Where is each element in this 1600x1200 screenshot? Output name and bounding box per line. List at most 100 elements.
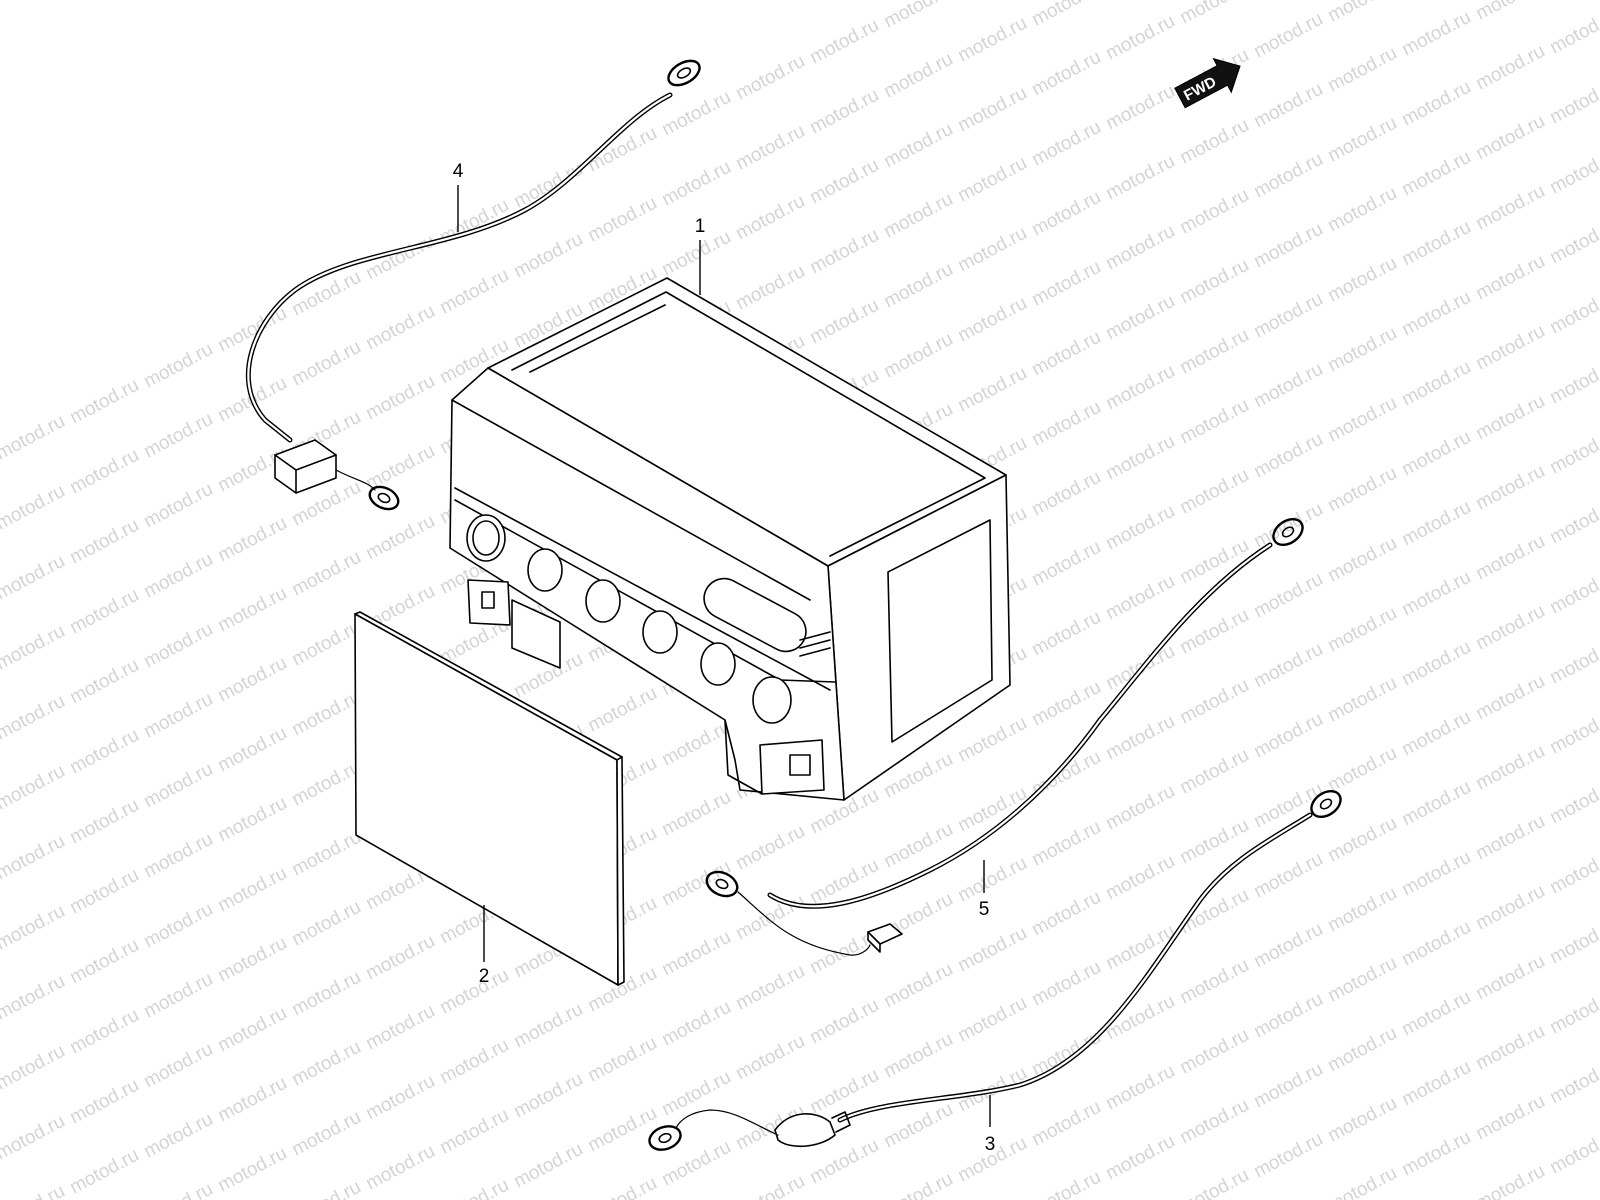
battery — [449, 277, 1011, 801]
watermark-text: motod.ru — [1546, 845, 1600, 899]
watermark-text: motod.ru — [584, 1103, 660, 1157]
watermark-text: motod.ru — [1324, 113, 1400, 167]
watermark-text: motod.ru — [1398, 287, 1474, 341]
watermark-text: motod.ru — [584, 683, 660, 737]
watermark-text: motod.ru — [510, 159, 586, 213]
watermark-text: motod.ru — [1546, 635, 1600, 689]
watermark-text: motod.ru — [214, 793, 290, 847]
watermark-text: motod.ru — [66, 865, 142, 919]
watermark-text: motod.ru — [66, 1075, 142, 1129]
watermark-text: motod.ru — [1102, 221, 1178, 275]
watermark-text: motod.ru — [954, 223, 1030, 277]
watermark-text: motod.ru — [1250, 9, 1326, 63]
watermark-text: motod.ru — [0, 761, 69, 815]
watermark-text: motod.ru — [1028, 327, 1104, 381]
watermark-text: motod.ru — [140, 1179, 216, 1200]
watermark-text: motod.ru — [732, 1031, 808, 1085]
watermark-text: motod.ru — [880, 0, 956, 32]
watermark-text: motod.ru — [1472, 1091, 1548, 1145]
watermark-text: motod.ru — [1250, 79, 1326, 133]
watermark-text: motod.ru — [1176, 1025, 1252, 1079]
watermark-text: motod.ru — [1028, 467, 1104, 521]
watermark-text: motod.ru — [1398, 847, 1474, 901]
watermark-text: motod.ru — [1176, 0, 1252, 28]
watermark-text: motod.ru — [954, 83, 1030, 137]
watermark-text: motod.ru — [1102, 431, 1178, 485]
watermark-text: motod.ru — [362, 1071, 438, 1125]
watermark-text: motod.ru — [1324, 673, 1400, 727]
watermark-text: motod.ru — [1250, 709, 1326, 763]
watermark-text: motod.ru — [1324, 883, 1400, 937]
watermark-text: motod.ru — [880, 259, 956, 313]
watermark-text: motod.ru — [140, 409, 216, 463]
watermark-text: motod.ru — [362, 511, 438, 565]
watermark-text: motod.ru — [1250, 429, 1326, 483]
watermark-text: motod.ru — [1250, 219, 1326, 273]
watermark-text: motod.ru — [1028, 0, 1104, 30]
watermark-text: motod.ru — [1324, 253, 1400, 307]
watermark-text: motod.ru — [288, 687, 364, 741]
watermark-text: motod.ru — [1250, 989, 1326, 1043]
watermark-text: motod.ru — [214, 653, 290, 707]
watermark-text: motod.ru — [658, 997, 734, 1051]
watermark-text: motod.ru — [732, 191, 808, 245]
watermark-text: motod.ru — [1028, 117, 1104, 171]
watermark-text: motod.ru — [1324, 953, 1400, 1007]
watermark-text: motod.ru — [140, 689, 216, 743]
watermark-text: motod.ru — [954, 13, 1030, 67]
callout-1: 1 — [695, 216, 706, 237]
watermark-text: motod.ru — [732, 1171, 808, 1200]
watermark-text: motod.ru — [1398, 357, 1474, 411]
watermark-text: motod.ru — [288, 827, 364, 881]
watermark-text: motod.ru — [1324, 813, 1400, 867]
watermark-text: motod.ru — [880, 329, 956, 383]
watermark-text: motod.ru — [1028, 957, 1104, 1011]
watermark-text: motod.ru — [880, 1169, 956, 1200]
watermark-text: motod.ru — [954, 153, 1030, 207]
watermark-text: motod.ru — [1398, 7, 1474, 61]
watermark-text: motod.ru — [1546, 915, 1600, 969]
watermark-text: motod.ru — [1472, 461, 1548, 515]
watermark-text: motod.ru — [1324, 1093, 1400, 1147]
watermark-text: motod.ru — [1028, 397, 1104, 451]
watermark-text: motod.ru — [214, 1073, 290, 1127]
watermark-text: motod.ru — [954, 923, 1030, 977]
watermark-text: motod.ru — [1028, 1167, 1104, 1200]
watermark-text: motod.ru — [1250, 849, 1326, 903]
watermark-text: motod.ru — [1546, 215, 1600, 269]
watermark-text: motod.ru — [510, 1139, 586, 1193]
watermark-text: motod.ru — [1546, 985, 1600, 1039]
watermark-text: motod.ru — [1250, 149, 1326, 203]
watermark-text: motod.ru — [1472, 321, 1548, 375]
watermark-text: motod.ru — [1398, 217, 1474, 271]
watermark-text: motod.ru — [1472, 1021, 1548, 1075]
watermark-text: motod.ru — [214, 863, 290, 917]
watermark-text: motod.ru — [436, 265, 512, 319]
watermark-text: motod.ru — [1398, 707, 1474, 761]
watermark-text: motod.ru — [1472, 601, 1548, 655]
watermark-text: motod.ru — [1250, 919, 1326, 973]
watermark-text: motod.ru — [1324, 1023, 1400, 1077]
watermark-text: motod.ru — [288, 967, 364, 1021]
watermark-text: motod.ru — [1472, 881, 1548, 935]
watermark-text: motod.ru — [954, 293, 1030, 347]
watermark-text: motod.ru — [880, 119, 956, 173]
watermark-text: motod.ru — [732, 261, 808, 315]
watermark-text: motod.ru — [140, 969, 216, 1023]
watermark-text: motod.ru — [1028, 1097, 1104, 1151]
watermark-text: motod.ru — [436, 1035, 512, 1089]
watermark-text: motod.ru — [954, 713, 1030, 767]
watermark-text: motod.ru — [1028, 887, 1104, 941]
watermark-text: motod.ru — [1546, 1055, 1600, 1109]
watermark-text: motod.ru — [1250, 639, 1326, 693]
watermark-text: motod.ru — [1546, 355, 1600, 409]
watermark-text: motod.ru — [0, 551, 69, 605]
watermark-text: motod.ru — [362, 371, 438, 425]
watermark-text: motod.ru — [1028, 537, 1104, 591]
watermark-text: motod.ru — [584, 1173, 660, 1200]
watermark-text: motod.ru — [66, 515, 142, 569]
watermark-text: motod.ru — [1102, 711, 1178, 765]
watermark-text: motod.ru — [1028, 817, 1104, 871]
watermark-text: motod.ru — [214, 1143, 290, 1197]
watermark-text: motod.ru — [288, 757, 364, 811]
